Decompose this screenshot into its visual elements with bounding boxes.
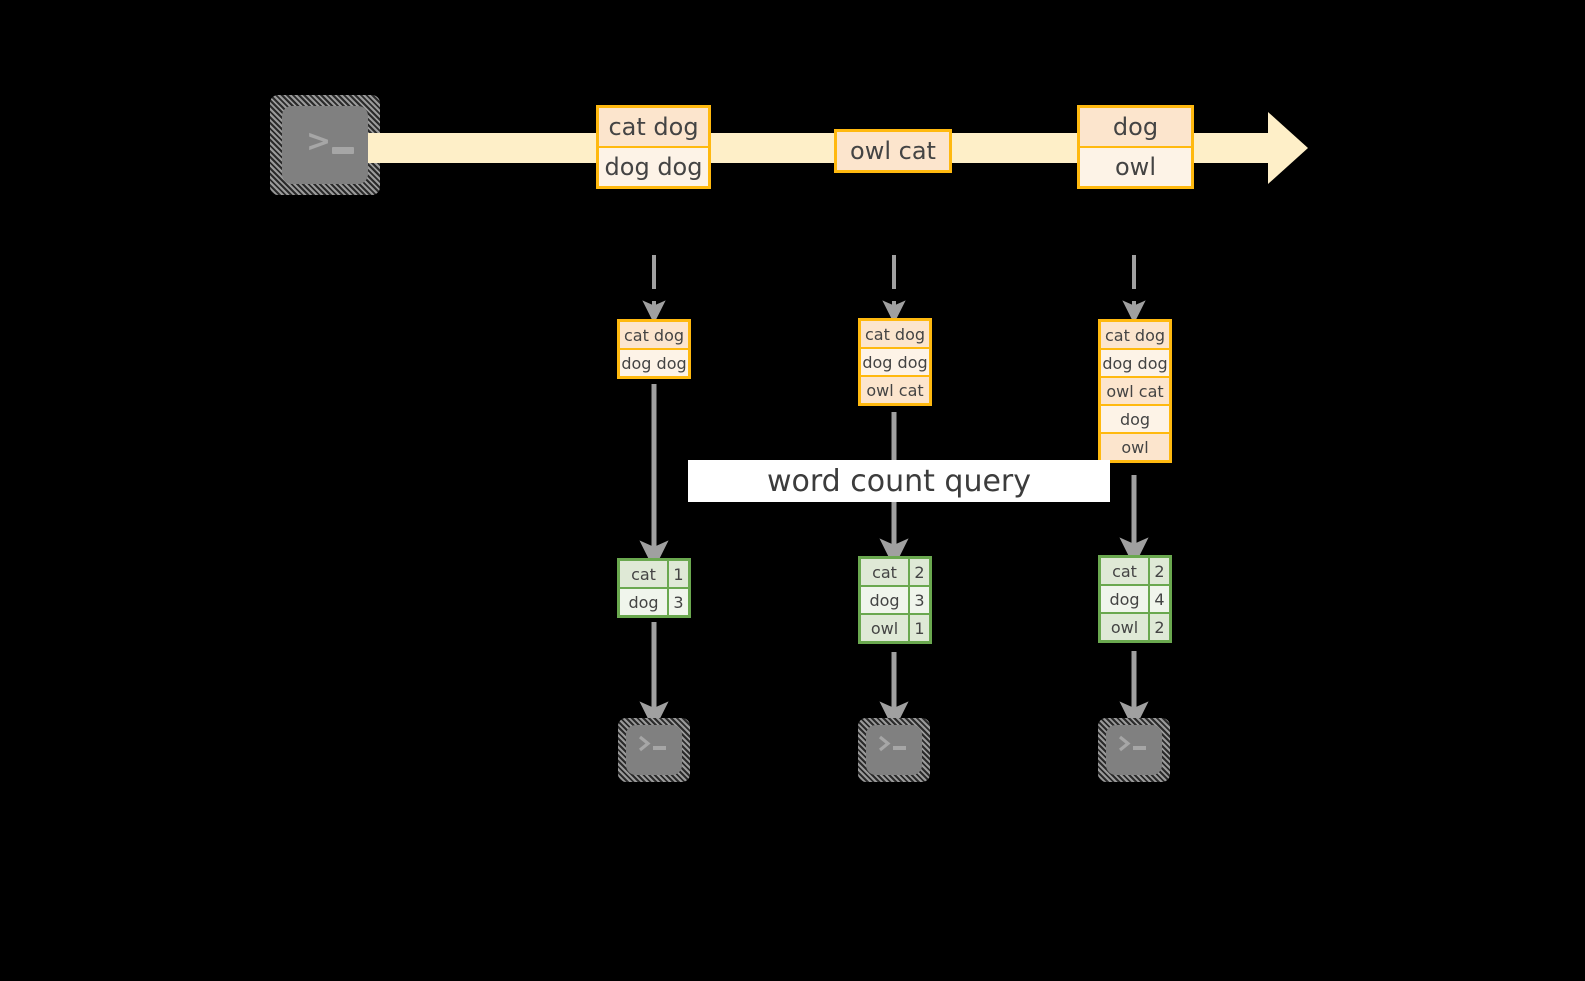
snapshot-1-result-table: cat 1 dog 3 [617,558,691,618]
message-row: dog [1080,108,1191,146]
buffer-line: owl cat [1101,378,1169,404]
buffer-line: dog dog [861,349,929,375]
result-word: owl [1101,614,1148,640]
buffer-row: dog [1101,404,1169,432]
table-row: cat 2 [861,559,929,585]
table-row: cat 1 [620,561,688,587]
query-label: word count query [688,460,1110,502]
snapshot-1-buffer: cat dog dog dog [617,319,691,379]
result-word: dog [620,589,667,615]
message-line: cat dog [599,108,708,146]
message-line: owl [1080,148,1191,186]
result-word: cat [620,561,667,587]
result-count: 4 [1148,586,1169,612]
source-terminal-icon: > [270,95,380,195]
buffer-row: dog dog [1101,348,1169,376]
stream-message-1: cat dog dog dog [596,105,711,189]
terminal-cursor-icon [332,147,354,154]
buffer-line: owl [1101,434,1169,460]
message-row: owl [1080,146,1191,186]
result-word: cat [1101,558,1148,584]
buffer-line: owl cat [861,377,929,403]
table-row: owl 1 [861,613,929,641]
table-row: dog 4 [1101,584,1169,612]
snapshot-2-result-table: cat 2 dog 3 owl 1 [858,556,932,644]
buffer-row: owl cat [861,375,929,403]
table-row: cat 2 [1101,558,1169,584]
buffer-line: cat dog [620,322,688,348]
snapshot-2-sink-terminal-icon [858,718,930,782]
result-word: dog [1101,586,1148,612]
stream-message-3: dog owl [1077,105,1194,189]
buffer-line: dog [1101,406,1169,432]
stream-arrow-head [1268,112,1308,184]
table-row: dog 3 [861,585,929,613]
result-count: 3 [908,587,929,613]
result-count: 3 [667,589,688,615]
buffer-row: owl cat [1101,376,1169,404]
buffer-row: cat dog [861,321,929,347]
message-line: dog dog [599,148,708,186]
buffer-line: dog dog [1101,350,1169,376]
result-word: owl [861,615,908,641]
buffer-line: cat dog [1101,322,1169,348]
result-word: cat [861,559,908,585]
buffer-row: owl [1101,432,1169,460]
buffer-line: cat dog [861,321,929,347]
snapshot-3-buffer: cat dog dog dog owl cat dog owl [1098,319,1172,463]
message-line: dog [1080,108,1191,146]
result-count: 2 [1148,558,1169,584]
terminal-glyph [1118,735,1146,752]
snapshot-1-sink-terminal-icon: terminal-icon [618,718,690,782]
message-row: cat dog [599,108,708,146]
terminal-glyph [638,735,666,752]
snapshot-3-result-table: cat 2 dog 4 owl 2 [1098,555,1172,643]
terminal-glyph [878,735,906,752]
snapshot-3-sink-terminal-icon [1098,718,1170,782]
buffer-row: cat dog [1101,322,1169,348]
buffer-row: dog dog [620,348,688,376]
terminal-body [282,106,368,184]
message-row: owl cat [837,132,949,170]
result-count: 2 [908,559,929,585]
buffer-row: cat dog [620,322,688,348]
stream-message-2: owl cat [834,129,952,173]
buffer-line: dog dog [620,350,688,376]
table-row: owl 2 [1101,612,1169,640]
result-count: 1 [908,615,929,641]
terminal-prompt-icon: > [306,124,332,159]
result-word: dog [861,587,908,613]
result-count: 1 [667,561,688,587]
result-count: 2 [1148,614,1169,640]
snapshot-2-buffer: cat dog dog dog owl cat [858,318,932,406]
buffer-row: dog dog [861,347,929,375]
table-row: dog 3 [620,587,688,615]
query-label-text: word count query [766,463,1032,499]
message-row: dog dog [599,146,708,186]
message-line: owl cat [837,132,949,170]
